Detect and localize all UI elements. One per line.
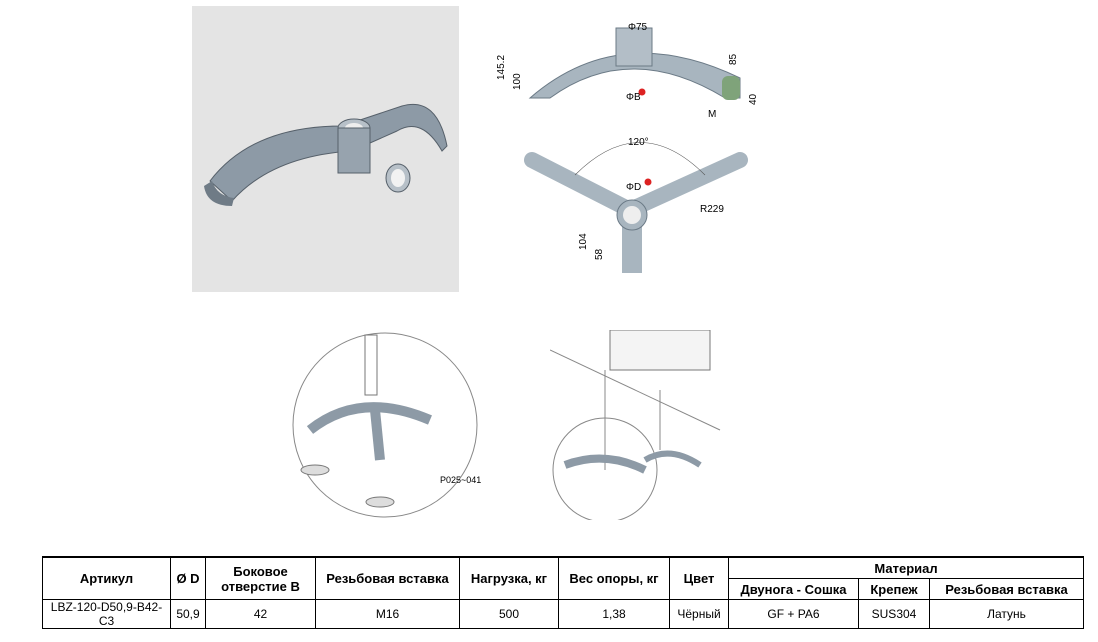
cell-thread-insert: M16 [315, 599, 460, 629]
exploded-assembly-drawing: P025~041 [292, 332, 481, 518]
header-article: Артикул [42, 556, 171, 600]
dim-40: 40 [748, 93, 759, 105]
cell-mat-insert: Латунь [929, 599, 1084, 629]
marker-1 [638, 88, 646, 96]
header-diameter: Ø D [170, 556, 206, 600]
cell-load: 500 [459, 599, 559, 629]
header-side-hole: Боковое отверстие B [205, 556, 316, 600]
dim-145: 145.2 [496, 55, 507, 80]
dim-85: 85 [728, 53, 739, 65]
cell-side-hole: 42 [205, 599, 316, 629]
cell-weight: 1,38 [558, 599, 670, 629]
dim-phib: ΦB [626, 92, 641, 103]
header-mat-insert: Резьбовая вставка [929, 578, 1084, 600]
table-row: LBZ-120-D50,9-B42-C3 50,9 42 M16 500 1,3… [42, 599, 1084, 629]
header-color: Цвет [669, 556, 729, 600]
dim-phid: ΦD [626, 182, 641, 193]
header-material: Материал [728, 556, 1084, 579]
cell-diameter: 50,9 [170, 599, 206, 629]
technical-drawing: Φ75 145.2 100 85 40 ΦB M 120° ΦD R229 10… [496, 22, 759, 273]
cell-mat-fastener: SUS304 [858, 599, 930, 629]
marker-2 [644, 178, 652, 186]
header-load: Нагрузка, кг [459, 556, 559, 600]
label-m: M [708, 109, 716, 120]
header-thread-insert: Резьбовая вставка [315, 556, 460, 600]
cell-article: LBZ-120-D50,9-B42-C3 [42, 599, 171, 629]
part-label: P025~041 [440, 475, 481, 485]
dim-104: 104 [578, 233, 589, 250]
cell-color: Чёрный [669, 599, 729, 629]
header-mat-bipod: Двунога - Сошка [728, 578, 859, 600]
bipod-render [204, 104, 448, 206]
dim-58: 58 [594, 248, 605, 260]
dim-phi75: Φ75 [628, 22, 648, 33]
dim-120: 120° [628, 137, 649, 148]
header-mat-fastener: Крепеж [858, 578, 930, 600]
product-photo [192, 6, 459, 292]
installation-drawing [550, 330, 721, 520]
dim-100: 100 [512, 73, 523, 90]
spec-table: Артикул Ø D Боковое отверстие B Резьбова… [42, 556, 1084, 629]
cell-mat-bipod: GF + PA6 [728, 599, 859, 629]
dim-r229: R229 [700, 204, 724, 215]
header-weight: Вес опоры, кг [558, 556, 670, 600]
